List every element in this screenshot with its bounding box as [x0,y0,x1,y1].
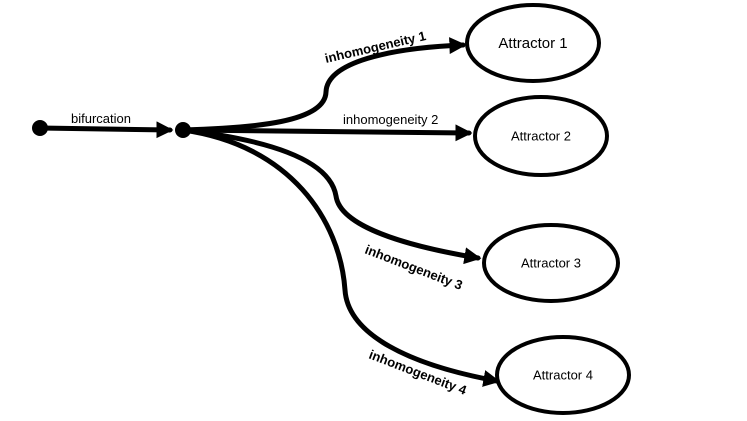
bifurcation-label: bifurcation [71,111,131,126]
attractor-3-node: Attractor 3 [482,223,620,303]
attractor-4-ellipse [495,335,631,415]
inhomogeneity-3-label: inhomogeneity 3 [363,242,465,293]
bifurcation-node-dot [175,122,191,138]
attractor-1-node: Attractor 1 [465,3,601,83]
edge-inhomogeneity-4 [180,127,501,387]
attractor-2-node: Attractor 2 [473,95,609,177]
edge-inhomogeneity-1 [180,37,467,133]
attractor-3-ellipse [482,223,620,303]
inhomogeneity-2-label: inhomogeneity 2 [343,112,438,127]
attractor-4-label: Attractor 4 [533,367,593,382]
attractor-3-label: Attractor 3 [521,255,581,270]
edge-inhomogeneity-2 [180,124,473,142]
attractor-2-label: Attractor 2 [511,128,571,143]
attractor-2-ellipse [473,95,609,177]
attractor-4-node: Attractor 4 [495,335,631,415]
edge-bifurcation [37,121,174,139]
edge-inhomogeneity-3 [180,127,482,265]
start-node-dot [32,120,48,136]
attractor-1-ellipse [465,3,601,83]
attractor-1-label: Attractor 1 [498,35,567,52]
